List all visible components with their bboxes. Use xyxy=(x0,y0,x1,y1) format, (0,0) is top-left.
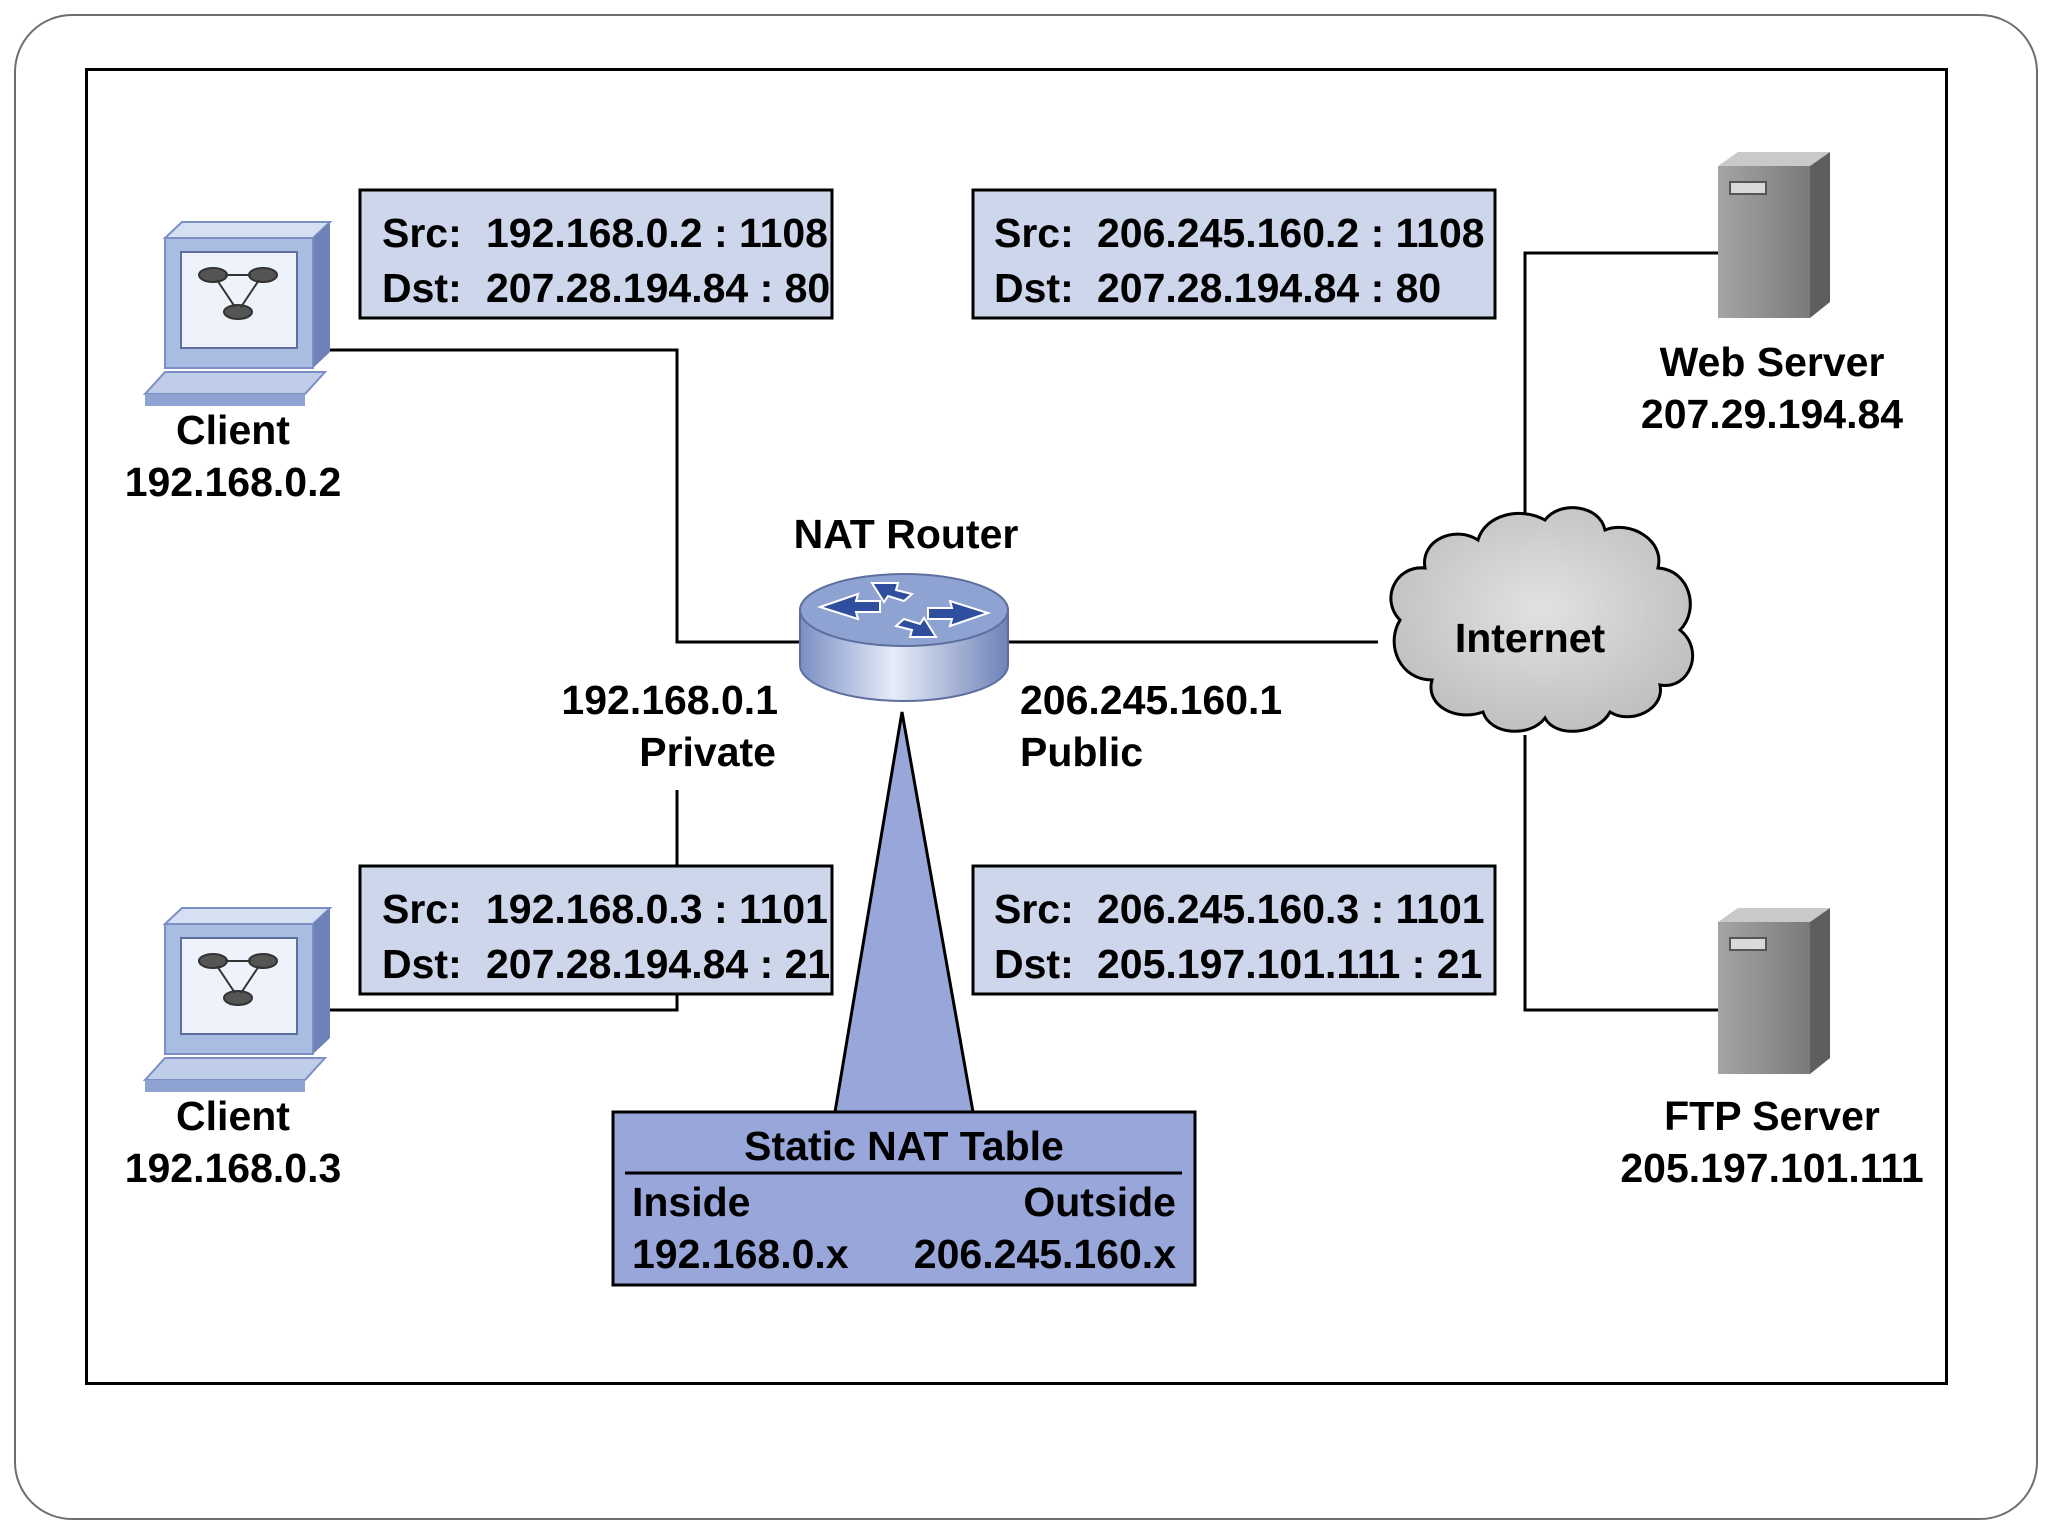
ftp-server-name: FTP Server xyxy=(1664,1093,1880,1139)
internet-cloud-icon[interactable]: Internet xyxy=(1389,506,1695,733)
packet-src-value: 206.245.160.2 : 1108 xyxy=(1097,210,1485,256)
link-internet-webserver xyxy=(1523,251,1720,535)
packet-src-value: 192.168.0.3 : 1101 xyxy=(486,886,828,932)
link-internet-ftpserver xyxy=(1523,735,1720,1012)
client-1-name: Client xyxy=(176,407,290,453)
router-private-label: Private xyxy=(639,729,776,775)
web-server-name: Web Server xyxy=(1660,339,1885,385)
keyboard-base xyxy=(142,371,328,395)
server-side xyxy=(1810,908,1830,1074)
packet-dst-label: Dst: xyxy=(994,265,1074,311)
packet-box-frame xyxy=(971,188,1497,320)
packet-dst-value: 207.28.194.84 : 80 xyxy=(486,265,830,311)
packet-box-frame xyxy=(971,864,1497,996)
client-computer-2[interactable] xyxy=(142,907,333,1092)
server-drive-bay xyxy=(1729,937,1767,951)
keyboard-base xyxy=(142,1057,328,1081)
web-server-icon[interactable] xyxy=(1718,152,1830,318)
packet-dst-value: 207.28.194.84 : 21 xyxy=(486,941,830,987)
monitor-screen xyxy=(180,937,298,1035)
ftp-server-icon[interactable] xyxy=(1718,908,1830,1074)
link-client1-router xyxy=(325,348,800,644)
router-top xyxy=(799,573,1009,647)
keyboard-front xyxy=(145,1080,305,1092)
packet-src-label: Src: xyxy=(382,210,462,256)
connection-lines xyxy=(325,251,1720,1012)
web-server-ip: 207.29.194.84 xyxy=(1641,391,1903,437)
cloud-shape xyxy=(1389,506,1695,733)
link-client2-router xyxy=(325,790,679,1012)
packet-dst-value: 205.197.101.111 : 21 xyxy=(1097,941,1482,987)
nat-table-outside-value: 206.245.160.x xyxy=(914,1231,1176,1277)
nat-table-frame xyxy=(611,1110,1197,1287)
monitor-top xyxy=(162,907,333,925)
packet-box-public-ftp: Src: 206.245.160.3 : 1101 Dst: 205.197.1… xyxy=(971,864,1497,996)
packet-box-public-web: Src: 206.245.160.2 : 1108 Dst: 207.28.19… xyxy=(971,188,1497,320)
packet-dst-value: 207.28.194.84 : 80 xyxy=(1097,265,1441,311)
packet-box-private-web: Src: 192.168.0.2 : 1108 Dst: 207.28.194.… xyxy=(358,188,834,320)
router-public-ip: 206.245.160.1 xyxy=(1020,677,1282,723)
server-side xyxy=(1810,152,1830,318)
nat-table-callout xyxy=(833,711,975,1114)
router-private-ip: 192.168.0.1 xyxy=(561,677,778,723)
monitor-side xyxy=(313,222,330,368)
static-nat-table: Static NAT Table Inside Outside 192.168.… xyxy=(611,1110,1197,1287)
diagram-border xyxy=(85,68,1948,1385)
client-2-name: Client xyxy=(176,1093,290,1139)
server-top xyxy=(1718,152,1830,166)
server-drive-bay xyxy=(1729,181,1767,195)
nat-table-header-outside: Outside xyxy=(1023,1179,1176,1225)
packet-src-value: 192.168.0.2 : 1108 xyxy=(486,210,828,256)
server-top xyxy=(1718,908,1830,922)
router-public-label: Public xyxy=(1020,729,1143,775)
ftp-server-ip: 205.197.101.111 xyxy=(1620,1145,1923,1191)
packet-box-private-ftp: Src: 192.168.0.3 : 1101 Dst: 207.28.194.… xyxy=(358,864,834,996)
client-2-ip: 192.168.0.3 xyxy=(125,1145,342,1191)
packet-box-frame xyxy=(358,864,834,996)
network-icon xyxy=(198,267,278,320)
client-computer-1[interactable] xyxy=(142,221,333,406)
packet-dst-label: Dst: xyxy=(382,265,462,311)
nat-table-title: Static NAT Table xyxy=(744,1123,1064,1169)
client-1-ip: 192.168.0.2 xyxy=(125,459,342,505)
router-arrows-icon xyxy=(816,582,992,638)
packet-dst-label: Dst: xyxy=(994,941,1074,987)
packet-src-value: 206.245.160.3 : 1101 xyxy=(1097,886,1485,932)
monitor-screen xyxy=(180,251,298,349)
packet-src-label: Src: xyxy=(994,210,1074,256)
packet-box-frame xyxy=(358,188,834,320)
nat-table-header-inside: Inside xyxy=(632,1179,750,1225)
network-icon xyxy=(198,953,278,1006)
packet-src-label: Src: xyxy=(994,886,1074,932)
router-name: NAT Router xyxy=(794,511,1019,557)
packet-src-label: Src: xyxy=(382,886,462,932)
monitor-side xyxy=(313,908,330,1054)
monitor-top xyxy=(162,221,333,239)
keyboard-front xyxy=(145,394,305,406)
nat-table-inside-value: 192.168.0.x xyxy=(632,1231,849,1277)
packet-dst-label: Dst: xyxy=(382,941,462,987)
nat-router-icon[interactable] xyxy=(799,573,1009,702)
internet-label: Internet xyxy=(1455,615,1606,661)
